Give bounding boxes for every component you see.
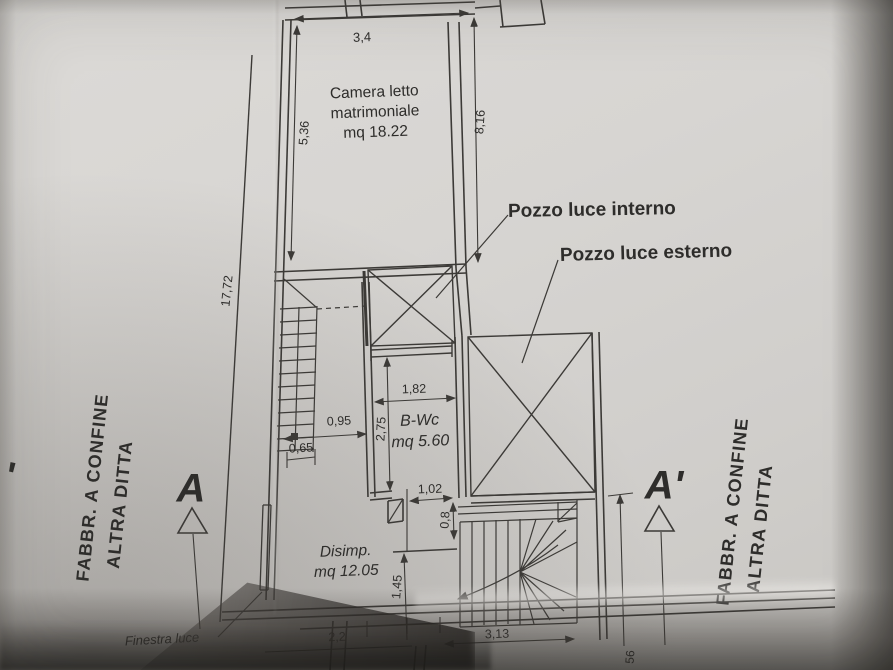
dim-bedroom-left-height: 5,36 [296,120,312,146]
bedroom-walls [273,21,472,337]
room-label-bwc: B-Wc mq 5.60 [391,411,450,451]
room-label-camera-letto: Camera letto matrimoniale mq 18.22 [329,82,420,143]
left-staircase [276,278,367,453]
dim-opening-width: 1,02 [417,481,443,497]
dim-stair-width: 0,95 [326,413,352,429]
dim-bottom-left-width: 2,2 [328,629,346,645]
top-walls [284,0,546,28]
right-dimension-line [607,492,634,647]
dim-bottom-right-width: 3,13 [484,626,510,642]
dim-top-width: 3,4 [352,29,372,45]
dim-bedroom-right-height: 8,16 [472,109,488,135]
left-walls [219,19,292,623]
room-label-disimpegno: Disimp. mq 12.05 [313,541,379,582]
dim-bwc-depth: 2,75 [373,416,389,442]
section-marker-a-prime: A' [644,463,684,508]
bwc-walls [361,281,467,553]
label-pozzo-luce-interno: Pozzo luce interno [507,198,677,222]
section-marker-a: A [176,466,206,511]
stair-dimension-lines [282,430,368,468]
pozzo-luce-interno [362,214,509,361]
dim-stair-offset: 0,65 [288,440,314,456]
dim-bottom-edge-partial: 56 [622,649,638,665]
label-pozzo-luce-esterno: Pozzo luce esterno [559,240,733,266]
dim-corridor-width: 1,45 [389,574,405,600]
dim-bwc-width: 1,82 [401,381,427,397]
bedroom-dimension-lines [287,9,482,264]
pozzo-luce-esterno [467,259,608,641]
bottom-dimension-lines [264,635,576,653]
dim-wall-segment: 0,8 [437,510,453,530]
